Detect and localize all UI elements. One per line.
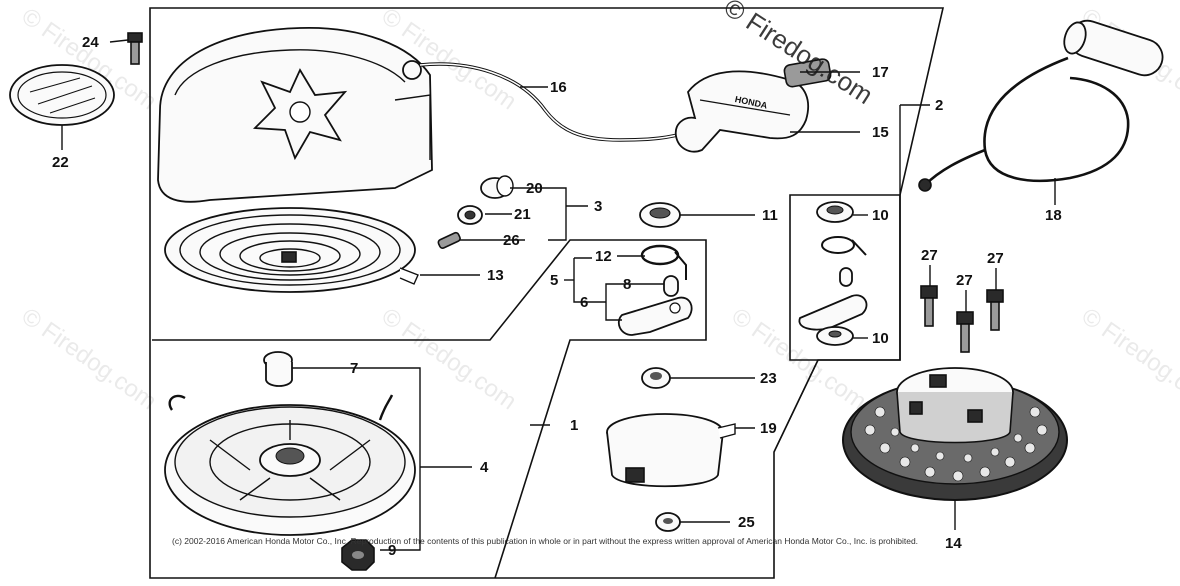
part-10-spring-group [798,236,868,331]
callout-19: 19 [760,420,777,437]
part-7-bushing [263,351,293,387]
callout-5: 5 [550,272,558,289]
callout-4: 4 [480,459,489,476]
part-27-bolt [956,311,974,353]
part-11-washer [639,202,681,228]
part-17-grip-insert [783,58,832,88]
callout-6: 6 [580,294,588,311]
callout-20: 20 [526,180,543,197]
part-9-nut [341,539,375,571]
watermark-tile: © Firedog.com [1077,303,1180,416]
part-25-nut [655,512,681,532]
assembly-outlines [149,7,945,579]
watermark-tile: © Firedog.com [377,303,522,416]
part-8-pin [663,275,679,297]
part-21-bushing [457,205,483,225]
callout-14: 14 [945,535,962,552]
callout-21: 21 [514,206,531,223]
leader-lines [61,39,1056,551]
part-18-handle-rope [918,19,1164,192]
callout-13: 13 [487,267,504,284]
part-20-collar [480,175,514,199]
part-13-spring [164,207,419,293]
callout-15: 15 [872,124,889,141]
part-4-reel [164,394,416,536]
callout-27-c: 27 [987,250,1004,267]
callout-16: 16 [550,79,567,96]
part-23-nut [641,367,671,389]
callout-26: 26 [503,232,520,249]
watermark-tile: © Firedog.com [17,303,162,416]
callout-23: 23 [760,370,777,387]
callout-18: 18 [1045,207,1062,224]
callout-27-b: 27 [956,272,973,289]
callout-27-a: 27 [921,247,938,264]
part-22-seal [9,64,115,126]
part-27-bolt [986,289,1004,331]
callout-7: 7 [350,360,358,377]
callout-24: 24 [82,34,99,51]
callout-1: 1 [570,417,578,434]
callout-17: 17 [872,64,889,81]
part-16-rope [419,62,689,142]
part-26-pin [437,231,461,249]
callout-25: 25 [738,514,755,531]
callout-11: 11 [762,207,778,224]
part-12-spring [640,244,687,280]
callout-9: 9 [388,542,396,559]
callout-2: 2 [935,97,943,114]
part-10-washer-top [816,201,854,223]
part-14-starter-pulley [842,367,1068,501]
callout-3: 3 [594,198,602,215]
callout-10-top: 10 [872,207,889,224]
part-10-washer-bottom [816,326,854,346]
copyright-notice: (c) 2002-2016 American Honda Motor Co., … [172,536,919,546]
part-6-ratchet [618,296,693,336]
callout-labels: 22 24 16 17 15 2 18 20 21 26 3 11 13 12 … [52,34,1062,559]
callout-12: 12 [595,248,612,265]
part-2-starter-case [157,27,433,203]
callout-8: 8 [623,276,631,293]
part-15-starter-grip: HONDA [674,70,810,153]
callout-10-bottom: 10 [872,330,889,347]
part-19-drive-cup [606,413,736,488]
part-24-bolt [127,32,143,65]
part-27-bolt [920,285,938,327]
callout-22: 22 [52,154,69,171]
